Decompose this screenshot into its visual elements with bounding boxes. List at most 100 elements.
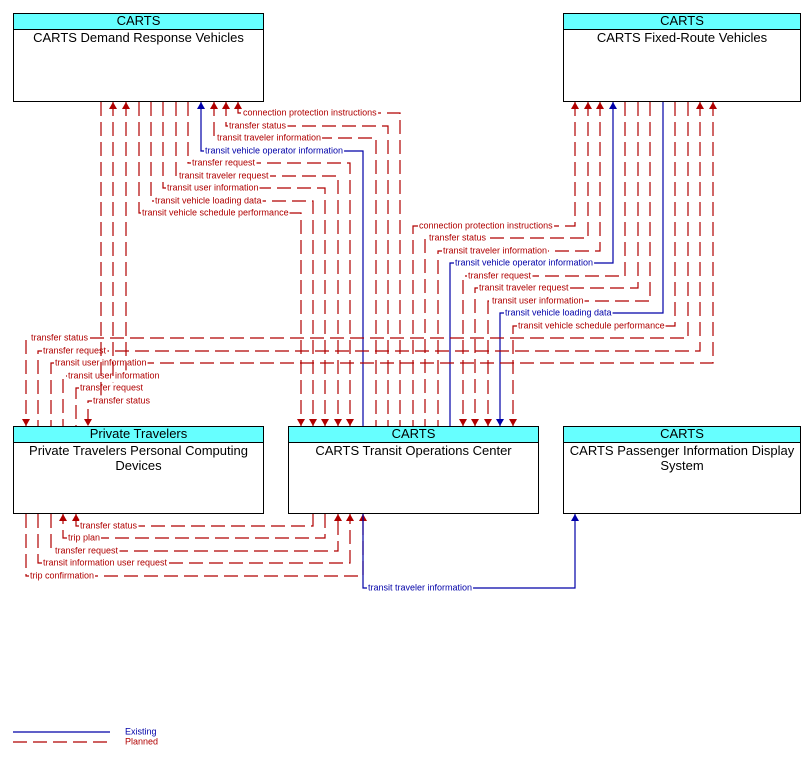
arrowhead-icon [297,419,305,426]
node-private-travelers-devices[interactable]: Private Travelers Private Travelers Pers… [13,426,264,514]
flow-label: transit vehicle schedule performance [518,320,665,330]
flow-label: connection protection instructions [419,220,553,230]
flow-line [62,514,326,539]
flow-line [175,102,339,426]
arrowhead-icon [72,514,80,521]
arrowhead-icon [334,514,342,521]
flow-label: transit user information [492,295,584,305]
flow-line [25,102,689,426]
node-title: CARTS Passenger Information Display Syst… [569,443,795,473]
flow-label-bg [517,320,666,331]
arrowhead-icon [696,102,704,109]
flow-label-bg [141,207,290,218]
flow-label-bg [79,520,139,531]
flow-line [50,102,714,426]
flow-label-bg [30,332,90,343]
flow-label-bg [504,307,613,318]
arrowhead-icon [584,102,592,109]
arrowhead-icon [496,419,504,426]
flow-label-bg [92,395,152,406]
flow-label: transfer status [80,520,138,530]
arrowhead-icon [571,102,579,109]
flow-label-bg [478,282,571,293]
flow-label: transfer status [229,120,287,130]
node-title: CARTS Transit Operations Center [315,443,512,458]
flow-label: transfer request [80,382,144,392]
flow-line [424,102,589,426]
node-title: CARTS Fixed-Route Vehicles [596,30,768,45]
node-fixed-route-vehicles[interactable]: CARTS CARTS Fixed-Route Vehicles [563,13,801,102]
flow-label-bg [42,345,108,356]
flow-label-bg [467,270,533,281]
flow-label: transfer request [43,345,107,355]
arrowhead-icon [122,102,130,109]
flow-label-bg [428,232,488,243]
flow-label: transfer status [429,232,487,242]
arrowhead-icon [484,419,492,426]
flow-label-bg [418,220,555,231]
node-demand-response-vehicles[interactable]: CARTS CARTS Demand Response Vehicles [13,13,264,102]
flow-label-bg [454,257,595,268]
flow-line [75,514,314,527]
flow-label: transit traveler information [443,245,547,255]
node-transit-operations-center[interactable]: CARTS CARTS Transit Operations Center [288,426,539,514]
flow-label-bg [242,107,379,118]
node-title: Private Travelers Personal Computing Dev… [29,443,248,473]
flow-label: transfer status [31,332,89,342]
flow-label-bg [29,570,96,581]
flow-label-bg [166,182,260,193]
arrowhead-icon [459,419,467,426]
arrowhead-icon [59,514,67,521]
flow-line [213,102,377,426]
flow-label: transit vehicle loading data [505,307,612,317]
flow-line [187,102,351,426]
arrowhead-icon [234,102,242,109]
flow-label: transit vehicle operator information [455,257,593,267]
arrowhead-icon [334,419,342,426]
node-owner: CARTS [14,14,263,30]
flow-label: transit user information [167,182,259,192]
flow-label-bg [491,295,585,306]
flow-label: transfer request [55,545,119,555]
arrowhead-icon [609,102,617,109]
flow-label: transit traveler request [179,170,269,180]
flow-label-bg [42,557,169,568]
flow-label: transit vehicle loading data [155,195,262,205]
flow-label-bg [54,545,120,556]
flow-label: transit vehicle operator information [205,145,343,155]
flow-label: transfer request [192,157,256,167]
flow-label-bg [178,170,271,181]
node-title: CARTS Demand Response Vehicles [33,30,244,45]
flow-line [225,102,389,426]
flow-label-bg [442,245,549,256]
flow-label-bg [191,157,257,168]
flow-label: transit traveler information [217,132,321,142]
arrowhead-icon [222,102,230,109]
arrowhead-icon [471,419,479,426]
node-owner: CARTS [289,427,538,443]
arrowhead-icon [309,419,317,426]
arrowhead-icon [709,102,717,109]
flow-label: transit vehicle schedule performance [142,207,289,217]
arrowhead-icon [109,102,117,109]
node-passenger-information-display[interactable]: CARTS CARTS Passenger Information Displa… [563,426,801,514]
flow-line [362,514,576,589]
arrowhead-icon [571,514,579,521]
arrowhead-icon [84,419,92,426]
arrowhead-icon [346,514,354,521]
flow-label: transit user information [68,370,160,380]
flow-label-bg [228,120,288,131]
arrowhead-icon [22,419,30,426]
flow-label-bg [67,532,102,543]
node-owner: CARTS [564,427,800,443]
flow-label-bg [67,370,161,381]
flow-label-bg [216,132,323,143]
flow-label: trip plan [68,532,100,542]
flow-label-bg [79,382,145,393]
flow-label: transfer status [93,395,151,405]
flow-label-bg [154,195,263,206]
flow-label-bg [204,145,345,156]
arrowhead-icon [197,102,205,109]
